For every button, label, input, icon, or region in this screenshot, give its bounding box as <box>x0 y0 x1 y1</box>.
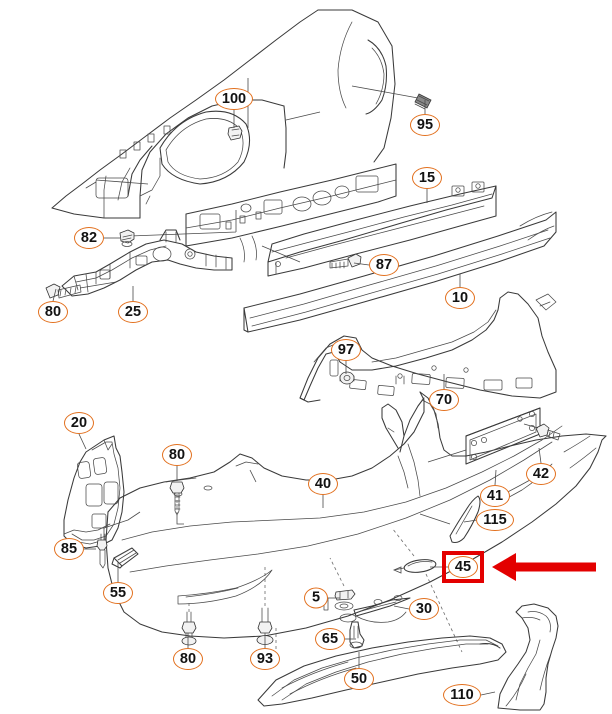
highlight-box-part-45 <box>442 551 484 583</box>
part-115-trim-insert <box>419 495 481 544</box>
callout-label: 80 <box>44 303 62 320</box>
callout-87[interactable]: 87 <box>369 254 399 276</box>
callout-leader-80 <box>52 288 57 302</box>
callout-leader-20 <box>78 433 87 450</box>
callout-100[interactable]: 100 <box>215 88 253 110</box>
part-80-screw-bottom <box>181 600 197 646</box>
callout-5[interactable]: 5 <box>304 587 328 609</box>
callout-80[interactable]: 80 <box>38 301 68 323</box>
callout-80[interactable]: 80 <box>173 648 203 670</box>
callout-label: 97 <box>337 341 355 358</box>
callout-label: 25 <box>124 303 142 320</box>
part-85-rivet <box>96 511 141 569</box>
callout-95[interactable]: 95 <box>410 114 440 136</box>
callout-41[interactable]: 41 <box>480 485 510 507</box>
sensor-harness-group <box>323 557 411 649</box>
part-70-carrier <box>299 291 557 403</box>
callout-label: 110 <box>450 686 474 703</box>
part-20-side-guide <box>63 435 125 549</box>
callout-label: 40 <box>314 475 332 492</box>
callout-label: 80 <box>179 650 197 667</box>
callout-93[interactable]: 93 <box>250 648 280 670</box>
callout-110[interactable]: 110 <box>443 684 481 706</box>
callout-55[interactable]: 55 <box>103 582 133 604</box>
callout-label: 15 <box>418 169 436 186</box>
callout-label: 82 <box>80 229 98 246</box>
callout-80[interactable]: 80 <box>162 444 192 466</box>
part-40-bumper-cover <box>105 391 607 652</box>
callout-label: 55 <box>109 584 127 601</box>
part-25-bracket <box>61 229 233 297</box>
part-55-grille-strip <box>111 547 139 569</box>
callout-label: 50 <box>350 670 368 687</box>
callout-label: 100 <box>221 90 247 107</box>
callout-30[interactable]: 30 <box>409 598 439 620</box>
callout-leader-110 <box>480 691 496 696</box>
part-80-screw-upper <box>45 281 117 299</box>
part-15-energy-absorber <box>267 181 497 277</box>
part-93-nut <box>256 566 274 645</box>
callout-label: 87 <box>375 256 393 273</box>
callout-leader-30 <box>393 605 410 610</box>
callout-82[interactable]: 82 <box>74 227 104 249</box>
callout-label: 115 <box>483 511 507 528</box>
part-80-screw-top <box>169 481 185 525</box>
part-110-liner <box>497 603 559 711</box>
callout-label: 10 <box>451 289 469 306</box>
callout-label: 65 <box>321 630 339 647</box>
arrow-head <box>492 553 516 581</box>
callout-70[interactable]: 70 <box>429 389 459 411</box>
callout-65[interactable]: 65 <box>315 628 345 650</box>
callout-leader-87 <box>353 262 370 266</box>
callout-25[interactable]: 25 <box>118 301 148 323</box>
callout-label: 45 <box>454 558 472 575</box>
callout-label: 70 <box>435 391 453 408</box>
callout-leader-42 <box>538 447 542 464</box>
callout-label: 42 <box>532 465 550 482</box>
callout-label: 80 <box>168 446 186 463</box>
part-42-screw <box>523 423 561 441</box>
part-97-nut <box>339 371 355 385</box>
callout-15[interactable]: 15 <box>412 167 442 189</box>
callout-40[interactable]: 40 <box>308 473 338 495</box>
callout-label: 30 <box>415 600 433 617</box>
callout-97[interactable]: 97 <box>331 339 361 361</box>
part-45-tow-hook-cap <box>391 527 463 653</box>
callout-20[interactable]: 20 <box>64 412 94 434</box>
part-95-stud <box>351 85 432 110</box>
callout-label: 95 <box>416 116 434 133</box>
callout-85[interactable]: 85 <box>54 538 84 560</box>
callout-45[interactable]: 45 <box>448 556 478 578</box>
callout-leader-41 <box>494 469 497 486</box>
callout-label: 93 <box>256 650 274 667</box>
callout-42[interactable]: 42 <box>526 463 556 485</box>
callout-label: 5 <box>311 589 321 606</box>
callout-label: 85 <box>60 540 78 557</box>
part-100-clip <box>227 125 243 141</box>
callout-10[interactable]: 10 <box>445 287 475 309</box>
callout-leader-115 <box>463 519 478 523</box>
callout-115[interactable]: 115 <box>476 509 514 531</box>
callout-label: 41 <box>486 487 504 504</box>
part-41-plate-bracket <box>427 407 541 465</box>
callout-50[interactable]: 50 <box>344 668 374 690</box>
part-82-clip <box>119 229 135 247</box>
callout-label: 20 <box>70 414 88 431</box>
rear-body-panel-group <box>51 9 397 263</box>
